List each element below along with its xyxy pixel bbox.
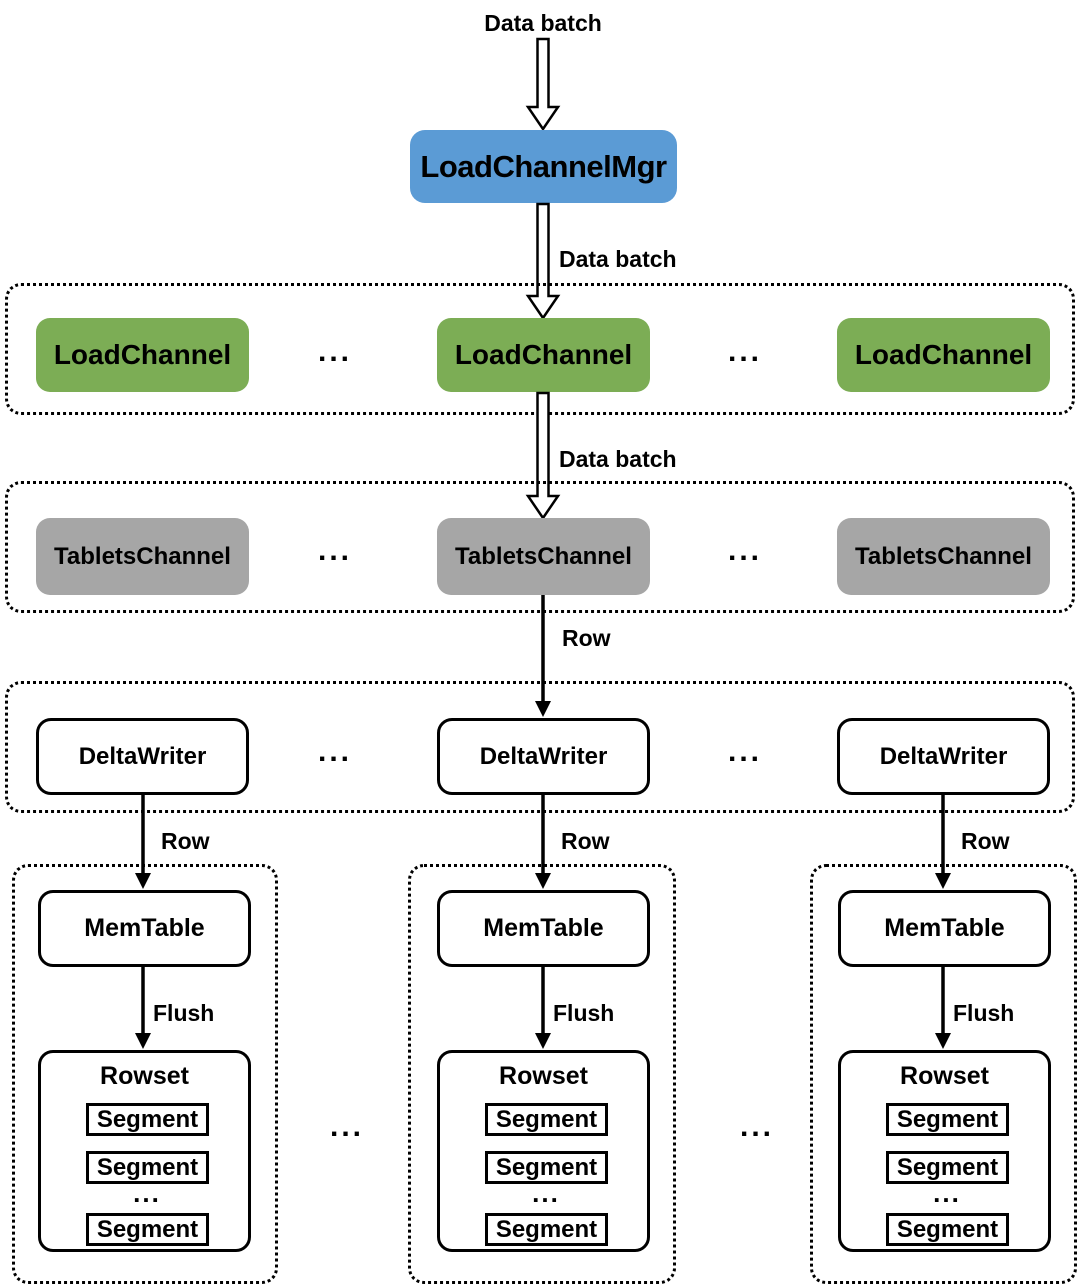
block-arrow-down-icon bbox=[525, 391, 561, 521]
source-data-batch-label: Data batch bbox=[484, 10, 602, 36]
edge-label-flush: Flush bbox=[953, 1000, 1015, 1026]
arrow-down-icon bbox=[935, 795, 951, 889]
segment-box: Segment bbox=[485, 1213, 608, 1246]
rowset-title: Rowset bbox=[900, 1062, 989, 1090]
block-arrow-down-icon bbox=[525, 37, 561, 132]
segment-box: Segment bbox=[485, 1103, 608, 1136]
rowset-node: Rowset Segment Segment ... Segment bbox=[38, 1050, 251, 1252]
ellipsis: ... bbox=[317, 534, 353, 567]
delta-writer-node: DeltaWriter bbox=[837, 718, 1050, 795]
rowset-node: Rowset Segment Segment ... Segment bbox=[838, 1050, 1051, 1252]
arrow-down-icon bbox=[535, 967, 551, 1049]
edge-label-data-batch-1: Data batch bbox=[559, 246, 677, 272]
edge-label-data-batch-2: Data batch bbox=[559, 446, 677, 472]
rowset-title: Rowset bbox=[100, 1062, 189, 1090]
memtable-node: MemTable bbox=[437, 890, 650, 967]
edge-label-row: Row bbox=[562, 625, 611, 651]
edge-label-flush: Flush bbox=[553, 1000, 615, 1026]
memtable-node: MemTable bbox=[838, 890, 1051, 967]
delta-writer-group bbox=[5, 681, 1075, 813]
ellipsis: ... bbox=[329, 1110, 365, 1143]
ellipsis: ... bbox=[727, 335, 763, 368]
segment-box: Segment bbox=[86, 1213, 209, 1246]
load-channel-node: LoadChannel bbox=[36, 318, 249, 392]
tablets-channel-node: TabletsChannel bbox=[437, 518, 650, 595]
tablet-group-left bbox=[12, 864, 278, 1284]
memtable-node: MemTable bbox=[38, 890, 251, 967]
ellipsis: ... bbox=[317, 735, 353, 768]
tablet-group-middle bbox=[408, 864, 676, 1284]
edge-label-flush: Flush bbox=[153, 1000, 215, 1026]
edge-label-row: Row bbox=[161, 828, 210, 854]
tablets-channel-group bbox=[5, 481, 1075, 613]
segment-box: Segment bbox=[86, 1151, 209, 1184]
segment-box: Segment bbox=[485, 1151, 608, 1184]
ellipsis: ... bbox=[739, 1110, 775, 1143]
ellipsis: ... bbox=[133, 1178, 161, 1208]
rowset-title: Rowset bbox=[499, 1062, 588, 1090]
tablets-channel-node: TabletsChannel bbox=[36, 518, 249, 595]
segment-box: Segment bbox=[886, 1213, 1009, 1246]
tablets-channel-node: TabletsChannel bbox=[837, 518, 1050, 595]
segment-box: Segment bbox=[886, 1151, 1009, 1184]
arrow-down-icon bbox=[135, 795, 151, 889]
segment-box: Segment bbox=[886, 1103, 1009, 1136]
ellipsis: ... bbox=[727, 534, 763, 567]
load-channel-node: LoadChannel bbox=[837, 318, 1050, 392]
load-channel-mgr-node: LoadChannelMgr bbox=[410, 130, 677, 203]
ellipsis: ... bbox=[317, 335, 353, 368]
arrow-down-icon bbox=[935, 967, 951, 1049]
arrow-down-icon bbox=[535, 595, 551, 717]
tablet-group-right bbox=[810, 864, 1077, 1284]
edge-label-row: Row bbox=[961, 828, 1010, 854]
arrow-down-icon bbox=[535, 795, 551, 889]
load-channel-node: LoadChannel bbox=[437, 318, 650, 392]
ellipsis: ... bbox=[532, 1178, 560, 1208]
arrow-down-icon bbox=[135, 967, 151, 1049]
rowset-node: Rowset Segment Segment ... Segment bbox=[437, 1050, 650, 1252]
block-arrow-down-icon bbox=[525, 202, 561, 321]
delta-writer-node: DeltaWriter bbox=[437, 718, 650, 795]
edge-label-row: Row bbox=[561, 828, 610, 854]
ellipsis: ... bbox=[727, 735, 763, 768]
ellipsis: ... bbox=[933, 1178, 961, 1208]
delta-writer-node: DeltaWriter bbox=[36, 718, 249, 795]
segment-box: Segment bbox=[86, 1103, 209, 1136]
